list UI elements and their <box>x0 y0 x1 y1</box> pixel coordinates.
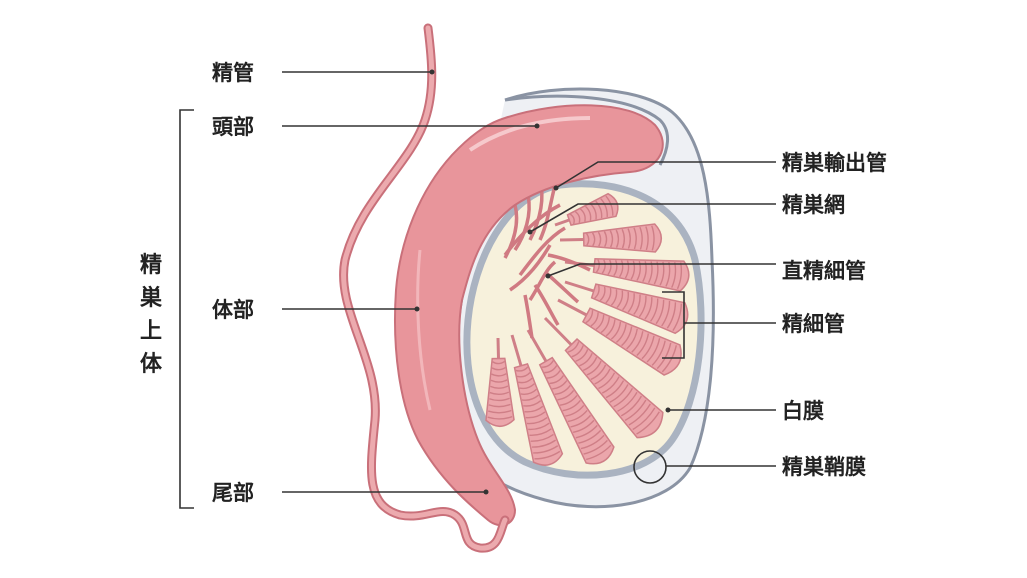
label-tunica-albuginea: 白膜 <box>665 399 824 423</box>
tubule-lobule <box>554 192 619 227</box>
svg-text:精: 精 <box>140 252 162 278</box>
vas-deferens <box>339 23 510 553</box>
label-body: 体部 <box>212 298 420 322</box>
label-tail: 尾部 <box>212 481 489 505</box>
epididymis-bracket-label: 精 巣 上 体 <box>139 252 163 377</box>
svg-text:精巣網: 精巣網 <box>782 193 845 217</box>
seminiferous-tubules <box>485 192 690 466</box>
svg-text:白膜: 白膜 <box>782 399 824 423</box>
svg-text:精管: 精管 <box>212 61 254 85</box>
epididymis <box>393 104 664 527</box>
svg-text:尾部: 尾部 <box>212 481 254 505</box>
label-vas-deferens: 精管 <box>212 61 435 85</box>
svg-text:精巣輸出管: 精巣輸出管 <box>782 151 887 175</box>
svg-text:体部: 体部 <box>212 298 254 322</box>
label-rete-testis: 精巣網 <box>527 193 845 235</box>
svg-text:体: 体 <box>140 352 163 377</box>
svg-text:上: 上 <box>140 319 162 344</box>
tubule-lobule <box>557 298 682 376</box>
label-straight-tubules: 直精細管 <box>545 259 866 283</box>
label-head: 頭部 <box>212 115 540 139</box>
svg-text:頭部: 頭部 <box>212 115 254 139</box>
tubule-lobule <box>526 329 615 465</box>
tubule-lobule <box>485 337 515 428</box>
label-efferent-ducts: 精巣輸出管 <box>553 151 887 191</box>
label-tunica-vaginalis: 精巣鞘膜 <box>633 450 866 484</box>
tubule-lobule <box>559 223 663 253</box>
svg-text:精巣鞘膜: 精巣鞘膜 <box>782 455 866 479</box>
svg-text:直精細管: 直精細管 <box>782 259 866 283</box>
label-seminiferous-tubules: 精細管 <box>662 291 845 359</box>
svg-text:精細管: 精細管 <box>782 312 845 336</box>
epididymis-bracket <box>179 109 194 509</box>
svg-text:巣: 巣 <box>139 285 163 311</box>
tubule-lobule <box>510 334 564 466</box>
tubule-lobule <box>543 316 664 439</box>
